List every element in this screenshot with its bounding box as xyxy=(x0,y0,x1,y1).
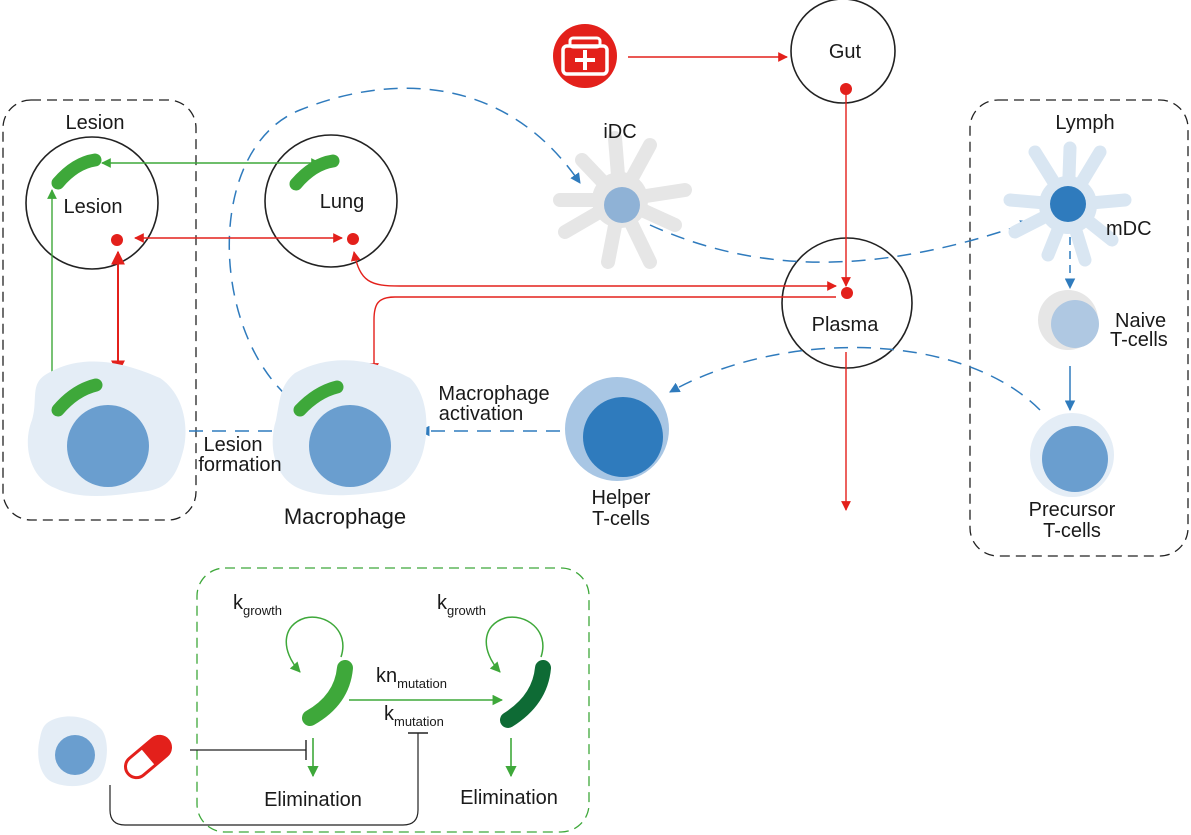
precursor-to-helper-arrow xyxy=(669,346,1041,411)
lesion-macrophage-icon xyxy=(27,361,186,496)
lesion-box-title: Lesion xyxy=(66,112,125,134)
pill-icon xyxy=(124,734,172,780)
helper-label-line2: T-cells xyxy=(592,508,650,530)
plasma-label: Plasma xyxy=(812,314,880,336)
lesion-bacterium-icon xyxy=(51,153,102,190)
naive-label-line1: Naive xyxy=(1115,310,1166,332)
lung-circle xyxy=(264,134,398,268)
wild-elimination-label: Elimination xyxy=(264,789,362,811)
lesion-formation-line1: Lesion xyxy=(204,434,263,456)
helper-t-cell-icon xyxy=(565,377,669,481)
mutant-bacterium-icon xyxy=(500,660,551,728)
medical-bag-icon xyxy=(553,24,617,88)
mdc-label: mDC xyxy=(1106,218,1152,240)
mature-dendritic-cell-icon xyxy=(1003,141,1132,267)
macrophage-activation-line2: activation xyxy=(439,403,524,425)
mutant-growth-rate-label: kgrowth xyxy=(437,592,486,618)
gut-label: Gut xyxy=(829,41,862,63)
lesion-formation-line2: formation xyxy=(198,454,281,476)
lung-drug-dot xyxy=(347,233,359,245)
lesion-compartment-box xyxy=(2,99,197,521)
kn-mutation-label: knmutation xyxy=(376,665,447,691)
mutant-growth-loop xyxy=(485,616,544,673)
lymph-label: Lymph xyxy=(1055,112,1114,134)
helper-label-line1: Helper xyxy=(592,487,651,509)
lung-bacterium-icon xyxy=(289,154,340,191)
wild-growth-rate-label: kgrowth xyxy=(233,592,282,618)
naive-label-line2: T-cells xyxy=(1110,329,1168,351)
bottom-macrophage-icon xyxy=(38,716,107,787)
precursor-t-cell-icon xyxy=(1030,413,1114,497)
plasma-circle xyxy=(781,237,913,369)
naive-t-cell-icon xyxy=(1038,290,1099,350)
precursor-label-line2: T-cells xyxy=(1043,520,1101,542)
plasma-drug-dot xyxy=(841,287,853,299)
macrophage-label: Macrophage xyxy=(284,504,406,529)
lesion-circle-label: Lesion xyxy=(64,196,123,218)
macrophage-activation-line1: Macrophage xyxy=(438,383,549,405)
k-mutation-label: kmutation xyxy=(384,703,444,729)
wild-growth-loop xyxy=(285,616,344,673)
idc-recruitment-loop xyxy=(228,87,581,411)
mutant-elimination-label: Elimination xyxy=(460,787,558,809)
plasma-macrophage-drug-arrow xyxy=(369,296,836,373)
lung-plasma-drug-arrow xyxy=(350,251,837,291)
macrophage-icon xyxy=(272,360,427,496)
bacteria-dynamics-box xyxy=(196,567,590,833)
precursor-label-line1: Precursor xyxy=(1029,499,1116,521)
immature-dendritic-cell-icon xyxy=(553,131,692,269)
gut-drug-dot xyxy=(840,83,852,95)
lesion-circle xyxy=(25,136,159,270)
lesion-drug-dot xyxy=(111,234,123,246)
immune-inhibition-line xyxy=(109,733,419,826)
idc-to-mdc-arrow xyxy=(649,220,1031,263)
lymph-compartment-box xyxy=(969,99,1189,557)
idc-label: iDC xyxy=(603,121,636,143)
lung-label: Lung xyxy=(320,191,365,213)
wild-type-bacterium-icon xyxy=(302,660,353,726)
gut-circle xyxy=(790,0,896,104)
